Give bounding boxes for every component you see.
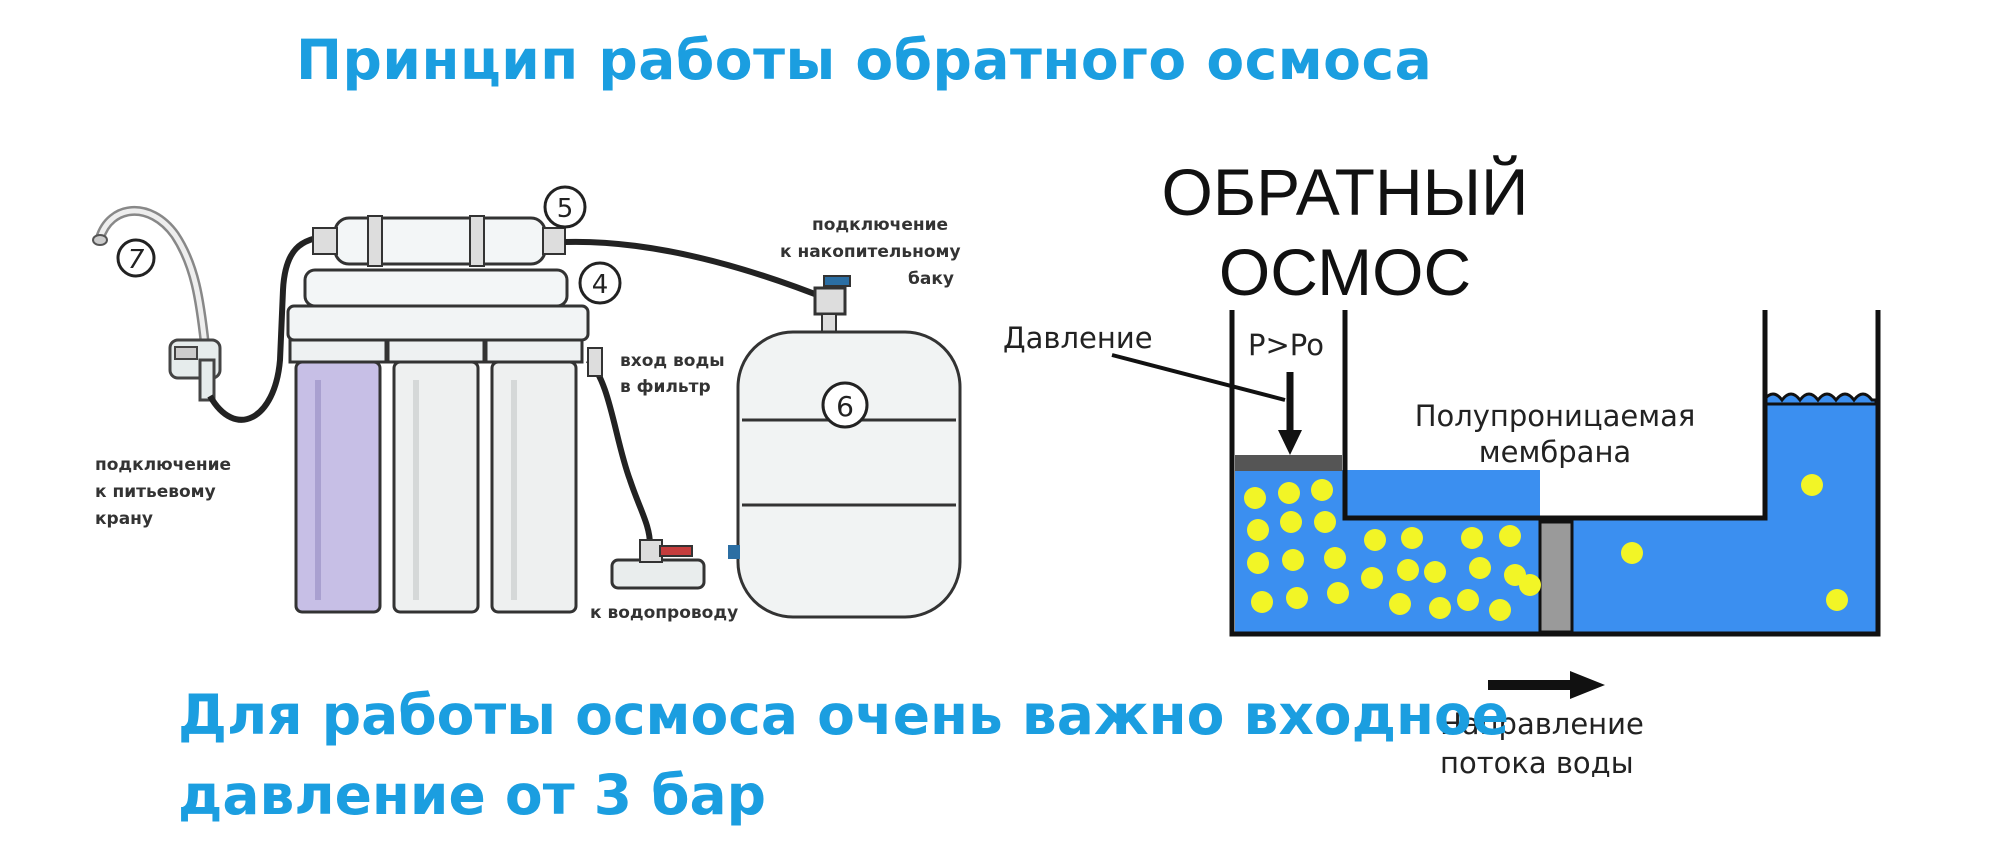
page-title: Принцип работы обратного осмоса — [296, 28, 1433, 92]
postfilter-housing — [303, 268, 569, 308]
filter-canisters — [288, 338, 584, 614]
faucet-icon — [92, 205, 222, 402]
membrane — [1538, 520, 1574, 634]
pressure-label: Давление — [1003, 321, 1153, 355]
membrane-housing — [312, 215, 566, 267]
tank-valve — [813, 286, 847, 316]
callout-5 — [543, 185, 587, 229]
filter-canister-1 — [294, 360, 382, 614]
callout-6 — [821, 381, 869, 429]
container-outline — [1229, 310, 1881, 637]
callout-4-text: 4 — [592, 270, 609, 300]
water-inlet-label: вход воды в фильтр — [620, 351, 731, 397]
inlet-valve — [610, 539, 706, 590]
filter-canister-2 — [392, 360, 480, 614]
container-divider — [1342, 310, 1768, 521]
pressure-formula: P>Po — [1248, 328, 1324, 362]
callout-7 — [116, 238, 156, 278]
diagram-heading-line1: ОБРАТНЫЙ — [1162, 154, 1529, 229]
water-surface-waves — [1762, 392, 1878, 406]
pressure-requirement-note: Для работы осмоса очень важно входное да… — [178, 675, 1509, 835]
pressure-arrow-head — [1278, 430, 1302, 455]
reverse-osmosis-diagram: ОБРАТНЫЙ ОСМОС Д — [1003, 154, 1881, 780]
tank-connection-label: подключение к накопительному баку — [780, 215, 966, 289]
flow-arrow-head — [1570, 671, 1605, 699]
note-line-2: давление от 3 бар — [178, 763, 767, 827]
callout-6-text: 6 — [836, 390, 854, 423]
permeate-water-column — [1764, 400, 1876, 632]
note-line-1: Для работы осмоса очень важно входное — [178, 683, 1510, 747]
pressure-pointer-line — [1111, 353, 1286, 402]
inlet-tube — [585, 357, 653, 546]
diagram-heading-line2: ОСМОС — [1219, 235, 1471, 309]
flow-label-line1: Направление — [1440, 707, 1644, 741]
faucet-tube — [207, 233, 331, 423]
dissolved-particles — [1244, 479, 1541, 621]
filter-canister-3 — [490, 360, 578, 614]
storage-tank — [728, 330, 962, 619]
water-supply-label: к водопроводу — [590, 603, 738, 623]
membrane-label-line1: Полупроницаемая — [1415, 399, 1696, 433]
faucet-connection-label: подключение к питьевому крану — [95, 455, 237, 529]
passed-particles — [1621, 474, 1848, 611]
membrane-label-line2: мембрана — [1479, 435, 1631, 469]
piston — [1235, 455, 1342, 471]
ro-filter-system: 7 5 4 — [92, 185, 966, 623]
permeate-water-bottom — [1572, 520, 1764, 632]
mounting-plate — [286, 304, 590, 342]
tank-tube — [564, 238, 832, 303]
callout-4 — [578, 261, 622, 305]
flow-label-line2: потока воды — [1440, 746, 1634, 780]
callout-5-text: 5 — [557, 194, 574, 224]
callout-7-text: 7 — [128, 245, 145, 275]
